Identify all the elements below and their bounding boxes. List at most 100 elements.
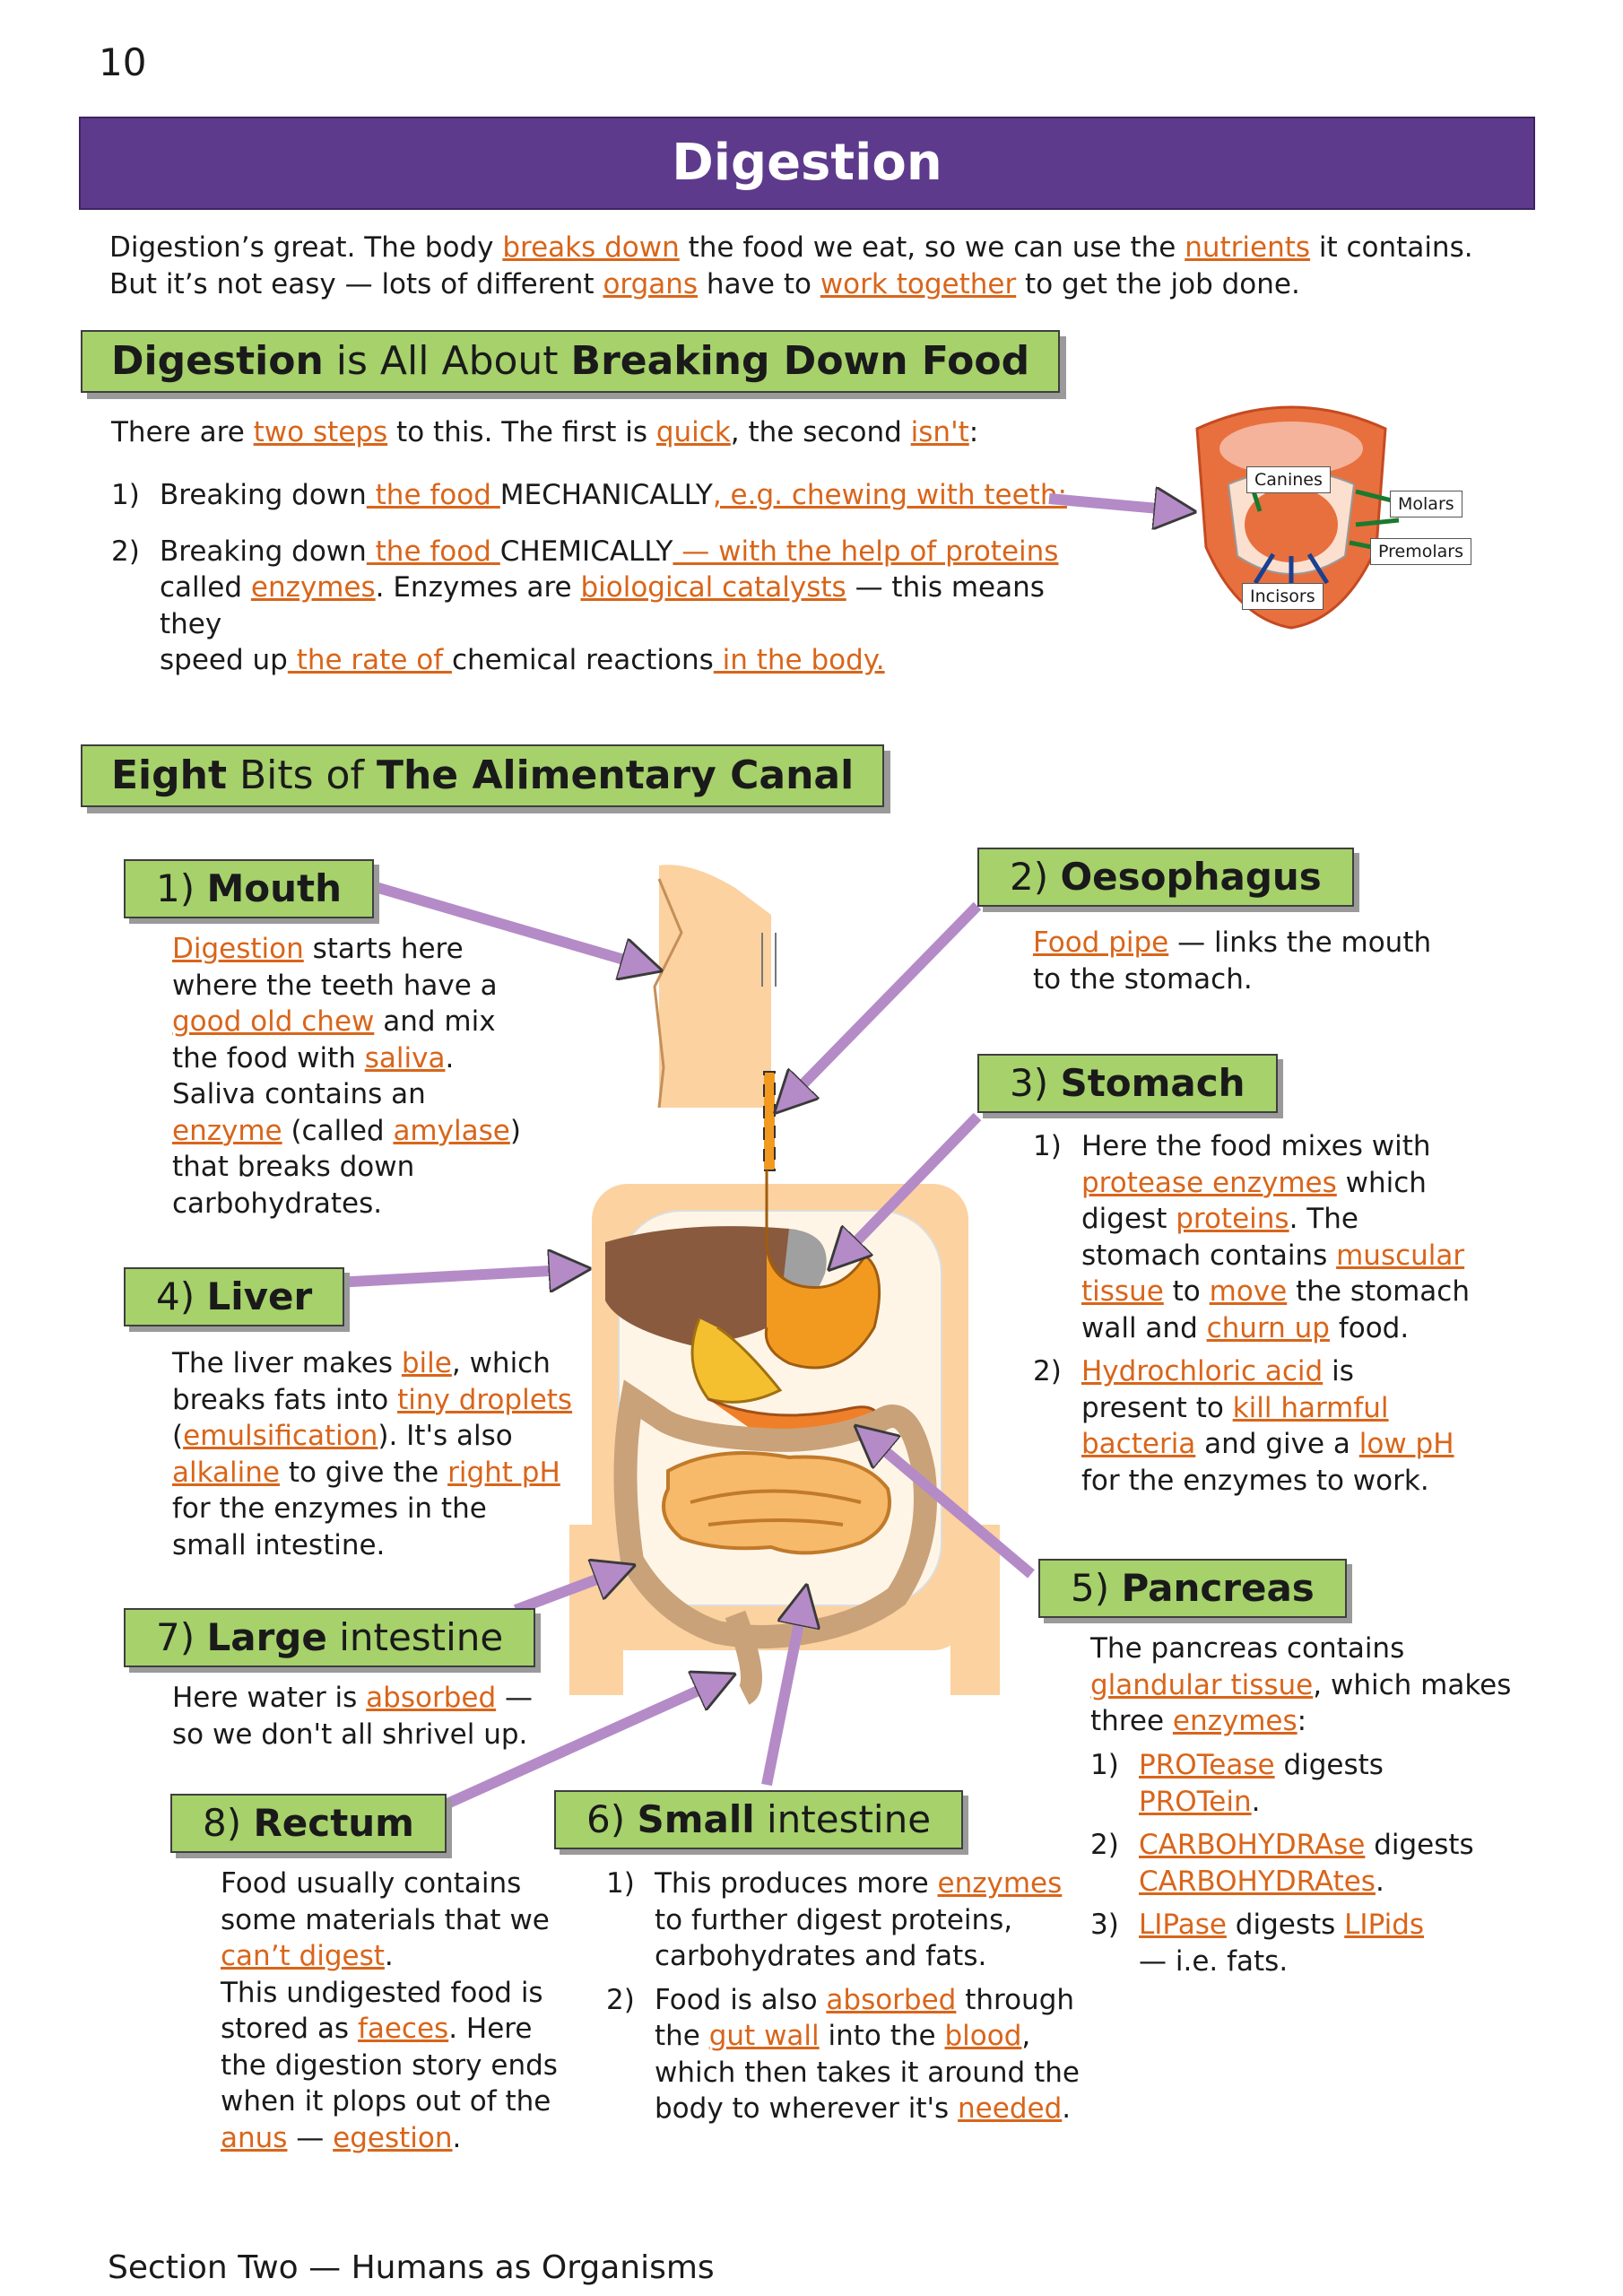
text-segment: , the second xyxy=(730,416,911,448)
text-line: Food usually contains xyxy=(221,1866,558,1902)
text-line: some materials that we xyxy=(221,1902,558,1939)
keyword: kill harmful xyxy=(1232,1391,1389,1424)
steps-list: 1) Breaking down the food MECHANICALLY, … xyxy=(111,477,1098,686)
section-heading-breaking-down-food: Digestion is All About Breaking Down Foo… xyxy=(81,330,1061,393)
text-segment: ). It's also xyxy=(378,1420,513,1452)
keyword: the food xyxy=(366,479,500,511)
text-segment: ( xyxy=(172,1420,184,1452)
keyword: absorbed xyxy=(826,1983,957,2016)
text-segment: — xyxy=(496,1682,533,1714)
text-line: body to wherever it's needed. xyxy=(655,2091,1080,2127)
canines-label: Canines xyxy=(1246,466,1331,493)
list-number: 2) xyxy=(606,1983,635,2016)
keyword: LIPase xyxy=(1139,1909,1227,1941)
keyword: enzymes xyxy=(1172,1705,1298,1737)
list-number: 2) xyxy=(111,535,140,568)
text-segment: that breaks down xyxy=(172,1151,415,1183)
text-segment: — xyxy=(287,2121,334,2154)
text-segment: the food with xyxy=(172,1041,365,1074)
text-segment: to xyxy=(1163,1275,1210,1308)
text-segment: three xyxy=(1090,1705,1173,1737)
intro-paragraph: Digestion’s great. The body breaks down … xyxy=(109,230,1473,303)
text-line: the gut wall into the blood, xyxy=(655,2018,1080,2055)
label-name: Liver xyxy=(206,1274,313,1318)
text-segment: The pancreas contains xyxy=(1090,1632,1405,1665)
large-intestine-description: Here water is absorbed —so we don't all … xyxy=(172,1680,533,1752)
arrow-to-stomach xyxy=(834,1112,982,1265)
keyword: tiny droplets xyxy=(397,1383,573,1416)
list-line: called enzymes. Enzymes are biological c… xyxy=(160,570,1098,642)
teeth-diagram xyxy=(1195,405,1400,630)
text-segment: ) xyxy=(509,1114,521,1147)
text-segment: small intestine. xyxy=(172,1528,386,1561)
text-segment: the stomach xyxy=(1287,1275,1470,1308)
intro-line: Digestion’s great. The body breaks down … xyxy=(109,230,1473,266)
text-segment: breaks fats into xyxy=(172,1383,398,1416)
text-segment: , which makes xyxy=(1313,1668,1512,1701)
premolars-label: Premolars xyxy=(1370,538,1471,565)
stomach-heading: 3) Stomach xyxy=(977,1054,1278,1113)
text-segment: have to xyxy=(698,268,820,300)
text-line: to further digest proteins, xyxy=(655,1902,1062,1939)
text-segment: digests xyxy=(1365,1829,1474,1861)
text-segment: stomach contains xyxy=(1081,1239,1337,1272)
text-segment: This produces more xyxy=(655,1867,938,1900)
text-segment: . Here xyxy=(448,2013,533,2045)
keyword: PROTease xyxy=(1139,1749,1275,1781)
text-segment: digest xyxy=(1081,1203,1176,1235)
text-segment: through xyxy=(956,1983,1075,2016)
text-line: so we don't all shrivel up. xyxy=(172,1717,533,1753)
keyword: Hydrochloric acid xyxy=(1081,1355,1324,1387)
text-line: anus — egestion. xyxy=(221,2120,558,2157)
keyword: enzymes xyxy=(250,571,376,604)
molars-label: Molars xyxy=(1390,491,1462,517)
keyword: tissue xyxy=(1081,1275,1164,1308)
text-line: digest proteins. The xyxy=(1081,1201,1470,1238)
text-line: breaks fats into tiny droplets xyxy=(172,1382,572,1419)
label-name: Large xyxy=(206,1615,327,1659)
keyword: move xyxy=(1209,1275,1288,1308)
label-name: Mouth xyxy=(206,866,342,910)
list-line: Breaking down the food CHEMICALLY — with… xyxy=(160,534,1098,570)
keyword: quick xyxy=(655,416,731,448)
text-line: CARBOHYDRAse digests xyxy=(1139,1827,1474,1864)
text-segment: . The xyxy=(1289,1203,1358,1235)
text-line: carbohydrates. xyxy=(172,1186,521,1222)
arrow-to-oesophagus xyxy=(780,901,982,1108)
text-line: the food with saliva. xyxy=(172,1040,521,1077)
page-number: 10 xyxy=(99,40,147,84)
keyword: low pH xyxy=(1358,1428,1454,1460)
text-segment: Here the food mixes with xyxy=(1081,1130,1431,1162)
label-number: 7) xyxy=(156,1615,207,1659)
text-line: glandular tissue, which makes xyxy=(1090,1667,1511,1704)
text-line: three enzymes: xyxy=(1090,1703,1511,1740)
large-intestine-heading: 7) Large intestine xyxy=(124,1608,536,1667)
list-item: 2) Breaking down the food CHEMICALLY — w… xyxy=(111,534,1098,679)
text-line: Hydrochloric acid is xyxy=(1081,1353,1454,1390)
arrow-to-mouth xyxy=(361,878,655,969)
text-segment: starts here xyxy=(303,933,464,965)
text-segment: MECHANICALLY xyxy=(499,479,713,511)
text-segment: body to wherever it's xyxy=(655,2092,959,2125)
list-item: 3)LIPase digests LIPids— i.e. fats. xyxy=(1090,1907,1539,1979)
text-segment: to this. The first is xyxy=(387,416,656,448)
text-line: the digestion story ends xyxy=(221,2048,558,2084)
text-line: PROTease digests xyxy=(1139,1747,1384,1784)
text-segment: to give the xyxy=(279,1456,448,1489)
text-segment: . xyxy=(1062,2092,1072,2125)
text-line: stomach contains muscular xyxy=(1081,1238,1470,1274)
list-item: 1) Breaking down the food MECHANICALLY, … xyxy=(111,477,1098,514)
text-segment: — links the mouth xyxy=(1168,926,1432,959)
text-segment: chemical reactions xyxy=(451,644,714,676)
arrow-to-large-intestine xyxy=(513,1568,628,1615)
text-line: where the teeth have a xyxy=(172,968,521,1004)
text-segment: The liver makes xyxy=(172,1347,402,1379)
text-segment: so we don't all shrivel up. xyxy=(172,1718,528,1751)
